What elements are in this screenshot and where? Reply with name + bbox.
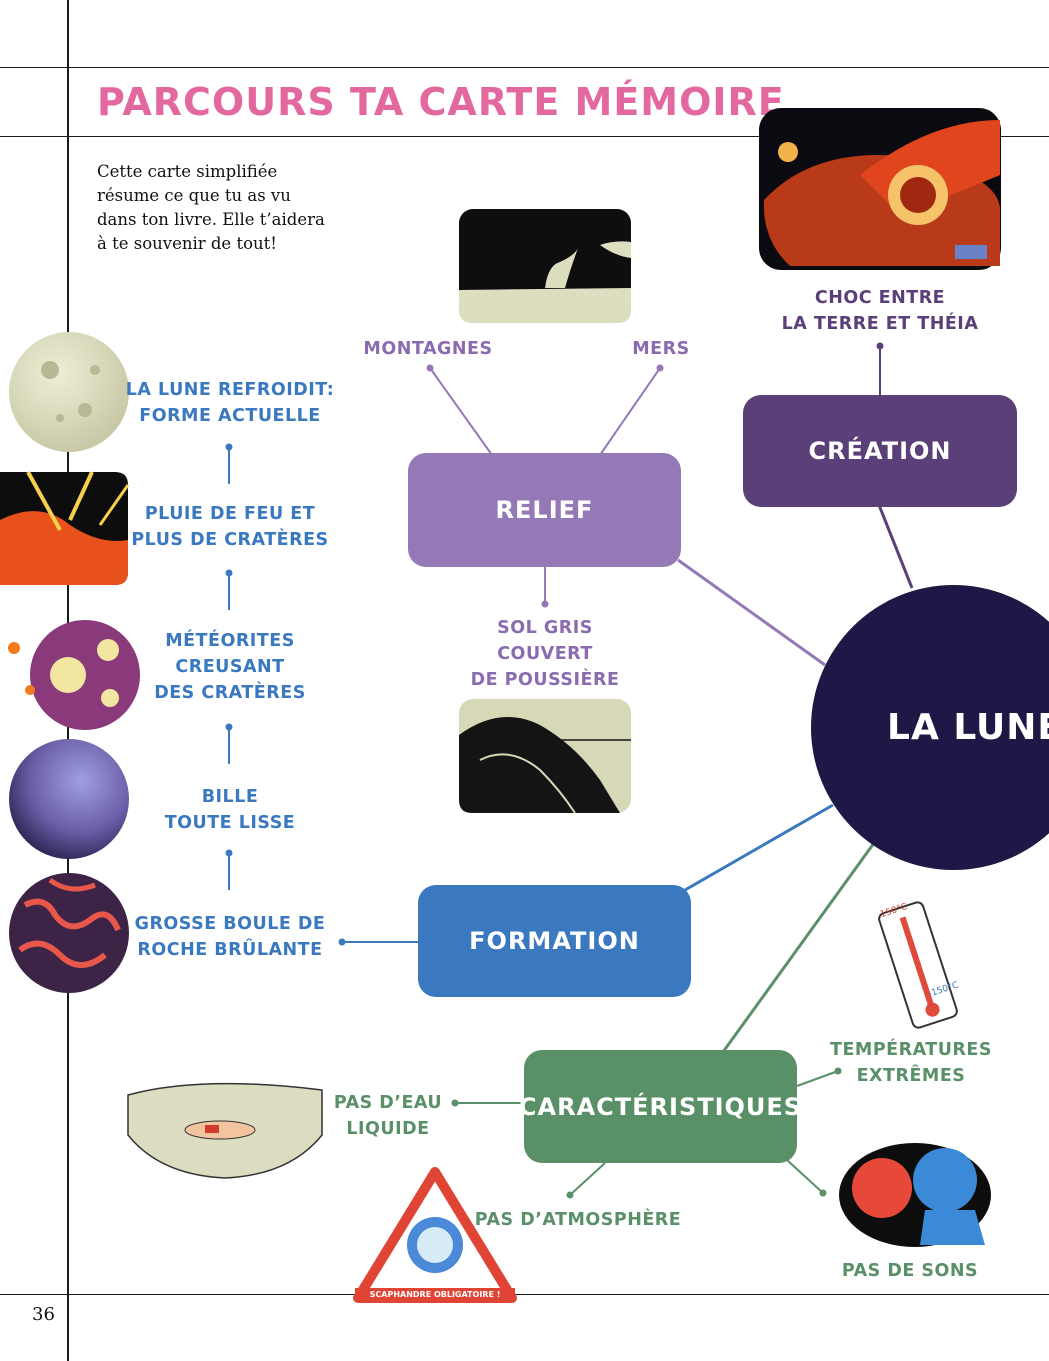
intro-text: Cette carte simplifiée résume ce que tu … — [97, 160, 347, 256]
dusty-ground-illustration — [459, 699, 631, 814]
smooth-marble-illustration — [9, 739, 129, 859]
label-line: CHOC ENTRE — [814, 288, 946, 308]
label-lune-refroidit: LA LUNE REFROIDIT: FORME ACTUELLE — [125, 377, 335, 429]
mountains-illustration — [459, 209, 631, 323]
label-line: PAS D’EAU — [333, 1093, 443, 1113]
connector-creation — [877, 504, 914, 589]
label-line: CREUSANT — [175, 657, 285, 677]
creation-box: CRÉATION — [743, 395, 1017, 507]
page-number: 36 — [32, 1304, 55, 1325]
fire-rain-illustration — [0, 471, 130, 585]
lunar-sunbather-illustration — [127, 1082, 323, 1179]
label-temperatures: TEMPÉRATURES EXTRÊMES — [826, 1037, 996, 1089]
collision-illustration — [759, 108, 1001, 270]
label-line: BILLE — [201, 787, 259, 807]
label-line: DE POUSSIÈRE — [470, 670, 620, 690]
hot-rock-illustration — [9, 873, 129, 993]
label-line: LA TERRE ET THÉIA — [781, 314, 979, 334]
label-pluie-de-feu: PLUIE DE FEU ET PLUS DE CRATÈRES — [125, 501, 335, 553]
intro-line: Cette carte simplifiée — [97, 162, 278, 181]
intro-line: à te souvenir de tout! — [97, 234, 277, 253]
label-mers: MERS — [632, 339, 690, 359]
label-meteorites: MÉTÉORITES CREUSANT DES CRATÈRES — [125, 628, 335, 706]
sign-banner: SCAPHANDRE OBLIGATOIRE ! — [355, 1288, 515, 1302]
label-pas-de-sons: PAS DE SONS — [841, 1261, 979, 1281]
header-rule-bottom — [0, 136, 1049, 137]
label-sol-gris: SOL GRIS COUVERT DE POUSSIÈRE — [465, 615, 625, 693]
thermometer-illustration — [878, 901, 958, 1029]
connector-relief — [677, 558, 826, 667]
intro-line: dans ton livre. Elle t’aidera — [97, 210, 325, 229]
label-line: GROSSE BOULE DE — [134, 914, 326, 934]
center-moon-node: LA LUNE — [811, 585, 1049, 870]
formation-box: FORMATION — [418, 885, 691, 997]
label-line: EXTRÊMES — [856, 1066, 966, 1086]
footer-rule — [0, 1294, 1049, 1295]
label-line: PLUS DE CRATÈRES — [131, 530, 329, 550]
caracteristiques-box: CARACTÉRISTIQUES — [519, 1050, 801, 1163]
relief-box: RELIEF — [408, 453, 681, 567]
label-line: LA LUNE REFROIDIT: — [125, 380, 335, 400]
connector-caracteristiques — [721, 842, 876, 1053]
label-line: TOUTE LISSE — [164, 813, 296, 833]
label-line: ROCHE BRÛLANTE — [137, 940, 323, 960]
label-line: FORME ACTUELLE — [139, 406, 321, 426]
current-moon-illustration — [9, 332, 129, 452]
connector-formation — [684, 803, 834, 892]
label-grosse-boule: GROSSE BOULE DE ROCHE BRÛLANTE — [125, 911, 335, 963]
center-label: LA LUNE — [887, 707, 1049, 748]
label-choc-terre-theia: CHOC ENTRE LA TERRE ET THÉIA — [780, 285, 980, 337]
label-line: SOL GRIS — [497, 618, 593, 638]
meteorites-illustration — [8, 620, 140, 730]
label-bille: BILLE TOUTE LISSE — [125, 784, 335, 836]
label-line: MÉTÉORITES — [165, 631, 295, 651]
intro-line: résume ce que tu as vu — [97, 186, 291, 205]
spacesuit-warning-sign — [353, 1167, 517, 1303]
label-montagnes: MONTAGNES — [363, 339, 493, 359]
label-pas-eau: PAS D’EAU LIQUIDE — [328, 1090, 448, 1142]
label-line: PLUIE DE FEU ET — [144, 504, 316, 524]
page-title: PARCOURS TA CARTE MÉMOIRE — [97, 80, 785, 124]
label-line: TEMPÉRATURES — [830, 1040, 992, 1060]
label-pas-atmosphere: PAS D’ATMOSPHÈRE — [474, 1210, 682, 1230]
label-line: COUVERT — [497, 644, 593, 664]
label-line: LIQUIDE — [346, 1119, 430, 1139]
label-line: DES CRATÈRES — [154, 683, 306, 703]
no-sound-illustration — [839, 1143, 991, 1247]
header-rule-top — [0, 67, 1049, 68]
